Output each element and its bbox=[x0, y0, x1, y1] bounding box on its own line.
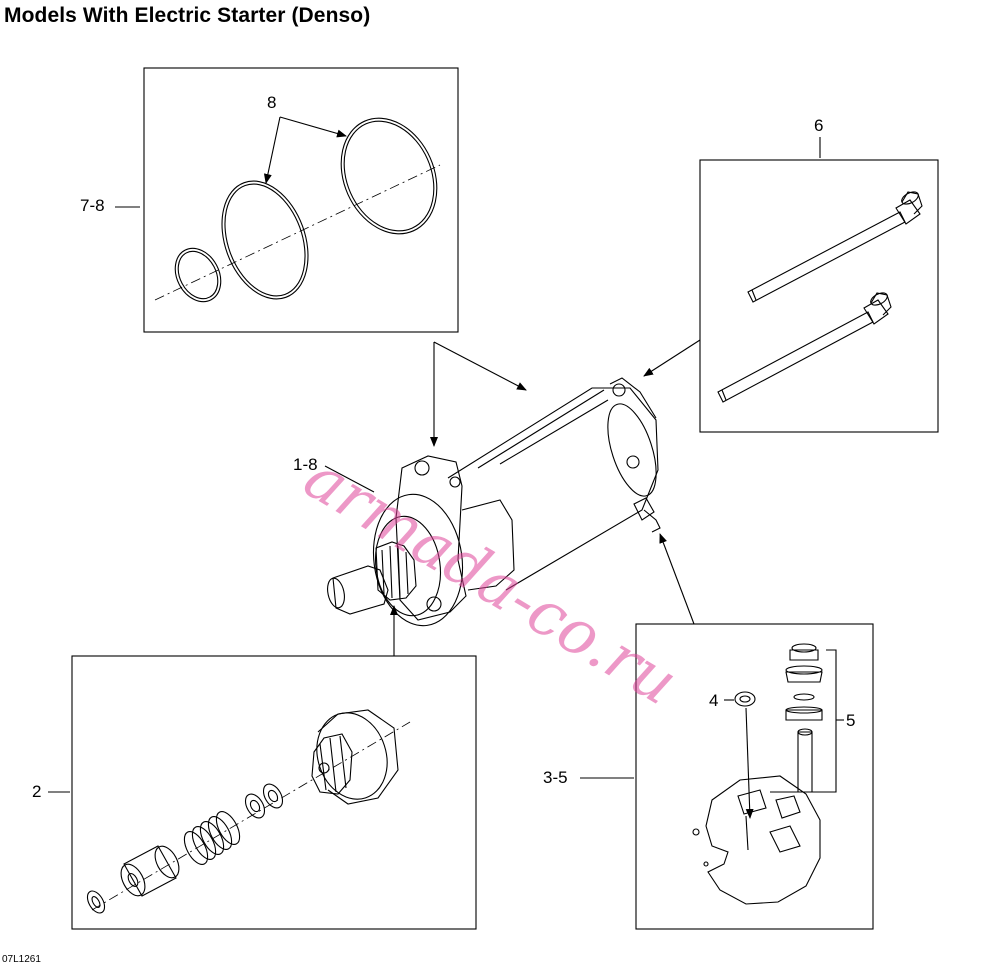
centerline-drive bbox=[91, 721, 411, 911]
callout-3-5: 3-5 bbox=[543, 768, 568, 787]
bolts-detail-box bbox=[699, 159, 939, 433]
orings-detail-box bbox=[143, 67, 459, 333]
terminal-stack-5 bbox=[770, 643, 830, 793]
callout-5: 5 bbox=[846, 711, 856, 730]
washer-pair bbox=[244, 783, 284, 819]
arrow-8-a bbox=[263, 116, 281, 184]
oring-medium bbox=[221, 180, 309, 300]
brush-plate bbox=[692, 775, 821, 905]
drive-detail-box bbox=[71, 655, 477, 930]
washer-4 bbox=[734, 691, 756, 707]
through-bolt-upper bbox=[747, 191, 923, 303]
arrow-6 bbox=[643, 339, 701, 377]
arrow-8-b bbox=[279, 116, 347, 138]
pinion-clutch bbox=[311, 709, 399, 805]
return-spring bbox=[183, 811, 241, 865]
arrow-brush-up bbox=[659, 533, 695, 625]
callout-4: 4 bbox=[709, 691, 719, 710]
through-bolt-lower bbox=[717, 292, 892, 403]
washer-small bbox=[86, 890, 106, 914]
bracket-5 bbox=[826, 649, 837, 793]
callout-8: 8 bbox=[267, 93, 277, 112]
arrow-orings-right bbox=[433, 341, 527, 391]
page-title: Models With Electric Starter (Denso) bbox=[4, 4, 371, 27]
callout-6: 6 bbox=[814, 116, 824, 135]
oring-large bbox=[340, 117, 438, 235]
drawing-code: 07L1261 bbox=[2, 954, 41, 965]
oring-small bbox=[174, 247, 222, 303]
starter-motor-assembly bbox=[327, 377, 661, 627]
callout-2: 2 bbox=[32, 782, 42, 801]
centerline-orings bbox=[154, 164, 441, 301]
brush-holder-detail-box bbox=[635, 623, 874, 930]
callout-1-8: 1-8 bbox=[293, 455, 318, 474]
callout-7-8: 7-8 bbox=[80, 196, 105, 215]
leader-1-8 bbox=[324, 465, 375, 493]
stop-collar bbox=[120, 845, 180, 897]
arrow-washer-down bbox=[745, 707, 754, 819]
